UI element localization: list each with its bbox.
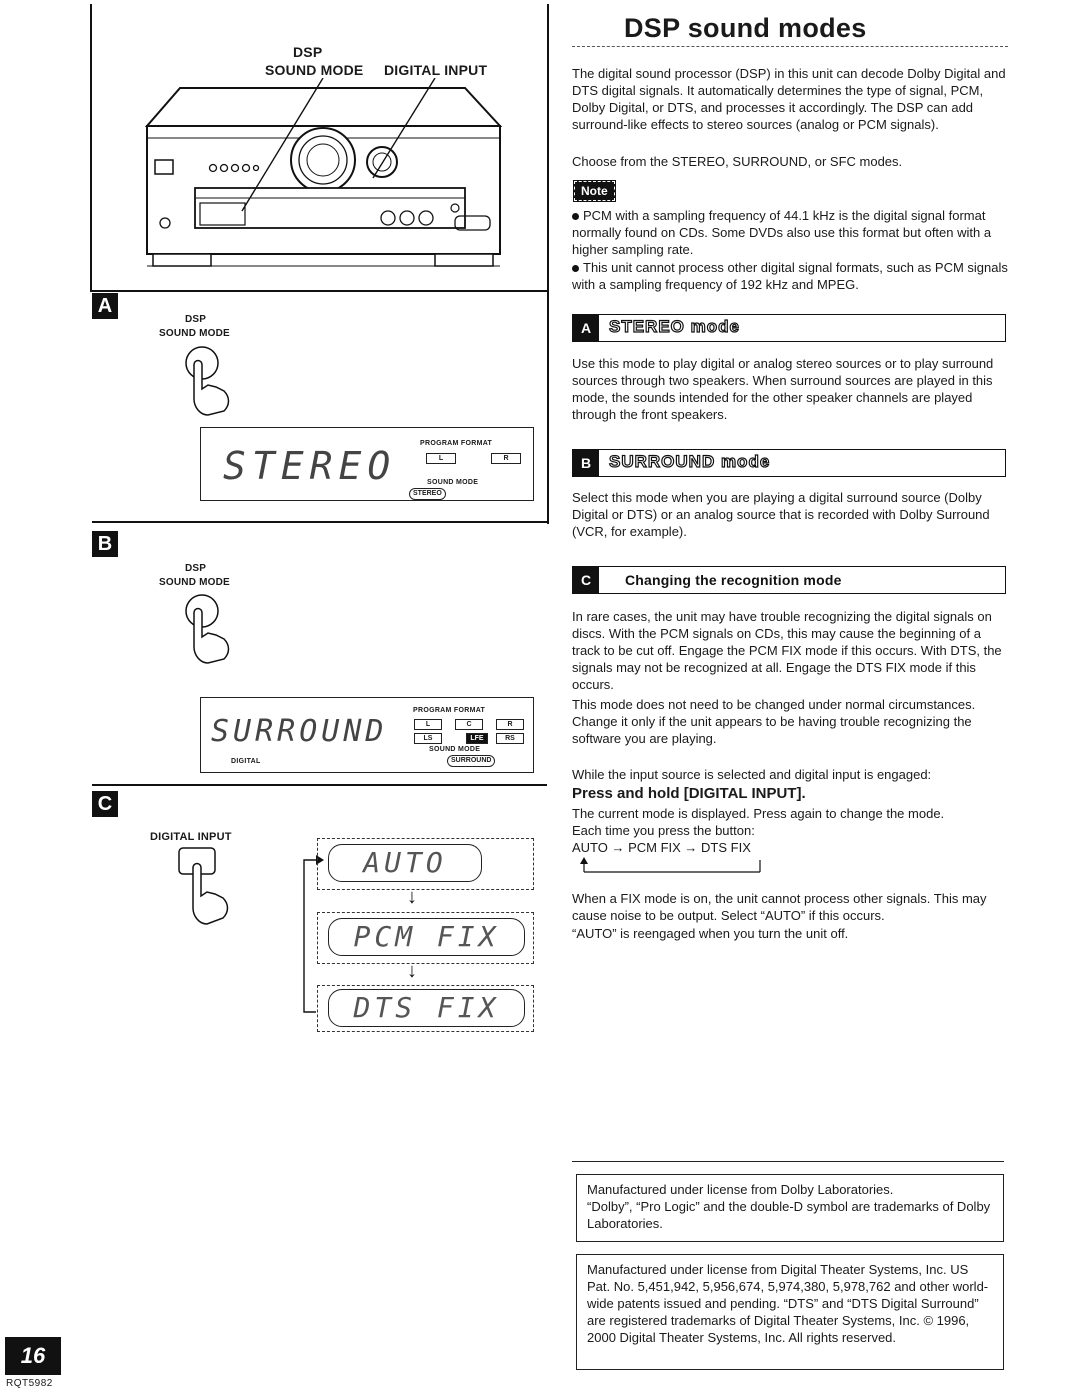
surround-mode-header: B SURROUND mode [572,449,1006,477]
note-item-1: PCM with a sampling frequency of 44.1 kH… [572,207,1008,258]
stereo-mode-text: Use this mode to play digital or analog … [572,356,994,422]
callout-dsp: DSP [293,44,323,60]
auto-display: AUTO [328,844,482,882]
mode-cycle-bracket [303,855,324,1013]
section-a-badge: A [92,293,118,319]
choose-mode-text: Choose from the STEREO, SURROUND, or SFC… [572,154,903,169]
press-instruction: Press and hold [DIGITAL INPUT]. [572,785,806,802]
stereo-display-text: STEREO [223,444,397,488]
illustration-column: DSP SOUND MODE DIGITAL INPUT [85,0,550,1396]
channel-c-indicator: C [455,719,483,730]
down-arrow-icon: ↓ [407,886,417,908]
pcm-fix-display-frame: PCM FIX [317,912,534,964]
sound-mode-label: SOUND MODE [429,746,481,753]
channel-r-indicator: R [496,719,524,730]
channel-l-indicator: L [414,719,442,730]
section-b-dsp-label: DSP [185,563,207,574]
page-title: DSP sound modes [624,13,867,43]
sequence-return-arrow [580,857,761,873]
surround-display-text: SURROUND [211,714,388,749]
receiver-front-panel-drawing [144,78,503,267]
note-text-1: PCM with a sampling frequency of 44.1 kH… [572,208,992,257]
note-badge: Note [573,180,616,202]
channel-lfe-indicator: LFE [466,733,488,744]
stereo-mode-header: A STEREO mode [572,314,1006,342]
bullet-icon [572,213,579,221]
digital-input-button-press-icon [178,847,229,925]
stereo-display: STEREO PROGRAM FORMAT L R SOUND MODE STE… [200,427,534,501]
digital-indicator: DIGITAL [231,758,261,765]
input-condition-text: While the input source is selected and d… [572,767,932,782]
sound-mode-label: SOUND MODE [427,479,479,486]
section-c-digital-input-label: DIGITAL INPUT [150,831,232,843]
column-divider [547,4,549,524]
section-a-dsp-label: DSP [185,314,207,325]
auto-reengaged-text: “AUTO” is reengaged when you turn the un… [572,926,849,941]
dts-license-box: Manufactured under license from Digital … [576,1254,1004,1370]
pcm-fix-display: PCM FIX [328,918,525,956]
dolby-license-line-1: Manufactured under license from Dolby La… [587,1182,894,1197]
callout-digital-input: DIGITAL INPUT [384,62,488,78]
each-press-text: Each time you press the button: [572,823,755,838]
section-a-sound-mode-label: SOUND MODE [159,328,230,339]
title-underline [572,46,1008,47]
section-b-rule [92,521,547,523]
down-arrow-icon: ↓ [407,960,417,982]
surround-mode-badge: B [573,450,599,476]
surround-mode-text: Select this mode when you are playing a … [572,490,990,539]
fix-mode-warning: When a FIX mode is on, the unit cannot p… [572,891,987,923]
stereo-mode-badge: A [573,315,599,341]
surround-mode-title: SURROUND mode [608,451,771,471]
recognition-paragraph-2: This mode does not need to be changed un… [572,697,976,746]
recognition-mode-title: Changing the recognition mode [625,572,842,588]
mode-sequence: AUTO → PCM FIX → DTS FIX [572,840,751,855]
channel-ls-indicator: LS [414,733,442,744]
channel-r-indicator: R [491,453,521,464]
document-code: RQT5982 [6,1378,53,1389]
dolby-license-line-2: “Dolby”, “Pro Logic” and the double-D sy… [587,1199,991,1231]
dts-license-text: Manufactured under license from Digital … [587,1262,989,1345]
channel-rs-indicator: RS [496,733,524,744]
pressing-hand-icon [185,594,230,664]
intro-paragraph: The digital sound processor (DSP) in thi… [572,66,1006,132]
recognition-paragraph-1: In rare cases, the unit may have trouble… [572,609,1002,692]
note-text-2: This unit cannot process other digital s… [572,260,1008,292]
program-format-label: PROGRAM FORMAT [420,440,493,447]
dts-fix-display-frame: DTS FIX [317,985,534,1032]
surround-mode-badge: SURROUND [447,755,496,767]
license-divider [572,1161,1004,1162]
current-mode-text: The current mode is displayed. Press aga… [572,806,945,821]
page-number: 16 [5,1337,61,1375]
stereo-mode-badge: STEREO [409,488,446,500]
program-format-label: PROGRAM FORMAT [413,707,486,714]
dolby-license-box: Manufactured under license from Dolby La… [576,1174,1004,1242]
bullet-icon [572,265,579,273]
section-c-rule [92,784,547,786]
recognition-mode-header: C Changing the recognition mode [572,566,1006,594]
section-b-badge: B [92,531,118,557]
channel-l-indicator: L [426,453,456,464]
section-b-sound-mode-label: SOUND MODE [159,577,230,588]
stereo-mode-title: STEREO mode [608,316,740,336]
callout-sound-mode: SOUND MODE [265,62,364,78]
auto-display-frame: AUTO [317,838,534,890]
pressing-hand-icon [185,346,230,416]
surround-display: SURROUND PROGRAM FORMAT L C R LS LFE RS … [200,697,534,773]
recognition-mode-badge: C [573,567,599,593]
note-item-2: This unit cannot process other digital s… [572,259,1008,293]
section-c-badge: C [92,791,118,817]
dts-fix-display: DTS FIX [328,989,525,1027]
